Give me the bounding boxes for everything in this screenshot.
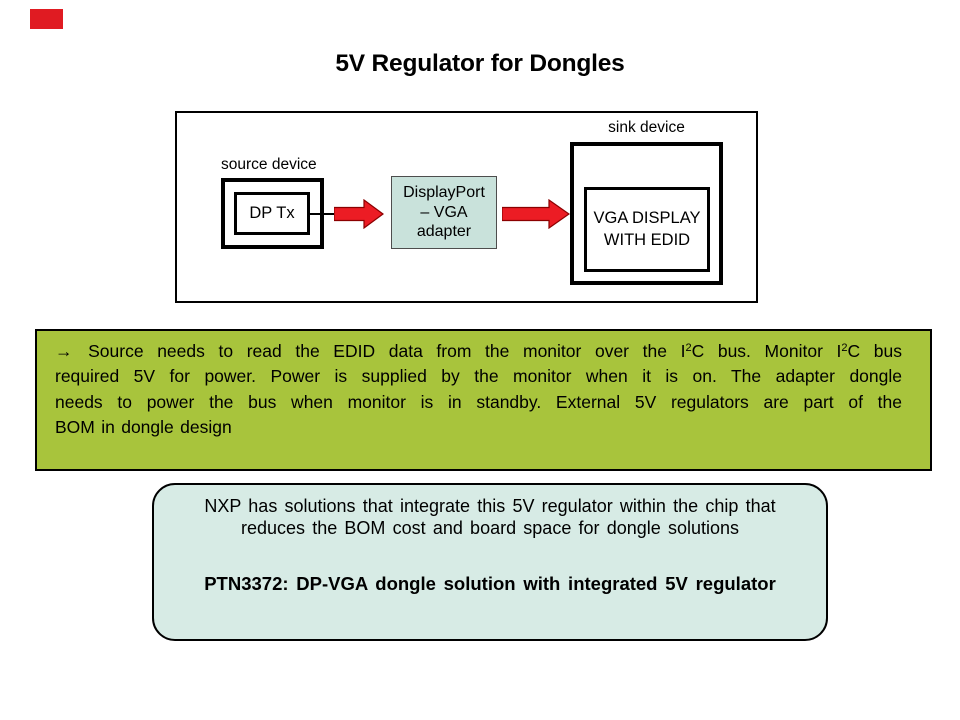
vga-display-line1: VGA DISPLAY [593, 209, 701, 227]
blue-note-line1: NXP has solutions that integrate this 5V… [204, 496, 776, 516]
green-note-line2: required 5V for power. Power is supplied… [55, 366, 902, 387]
right-arrow-icon [334, 199, 384, 229]
source-device-box: DP Tx [221, 178, 324, 249]
green-note-line1-c: C bus [847, 341, 902, 361]
green-note-line4: BOM in dongle design [55, 417, 232, 438]
green-note-line3: needs to power the bus when monitor is i… [55, 391, 902, 412]
adapter-label-line3: adapter [416, 223, 472, 241]
dp-vga-adapter-box: DisplayPort – VGA adapter [391, 176, 497, 249]
superscript-2: 2 [841, 342, 848, 354]
blue-note-highlight: PTN3372: DP-VGA dongle solution with int… [204, 573, 776, 594]
adapter-label-line2: – VGA [420, 203, 468, 221]
arrow-glyph: → [55, 341, 73, 361]
note-green-box: → Source needs to read the EDID data fro… [35, 329, 932, 471]
vga-display-line2: WITH EDID [603, 230, 691, 249]
note-blue-box: NXP has solutions that integrate this 5V… [152, 483, 828, 641]
connector-line [310, 213, 336, 215]
sink-device-label: sink device [608, 119, 685, 136]
green-note-line1: → Source needs to read the EDID data fro… [55, 339, 902, 364]
blue-note-line2: reduces the BOM cost and board space for… [240, 518, 740, 538]
page-title: 5V Regulator for Dongles [335, 50, 625, 77]
brand-red-rectangle [30, 9, 63, 29]
vga-display-box: VGA DISPLAY WITH EDID [584, 187, 710, 272]
dp-tx-box: DP Tx [234, 192, 310, 235]
source-device-label: source device [221, 156, 317, 173]
green-note-line1-b: C bus. Monitor I [691, 341, 842, 361]
dp-tx-label: DP Tx [249, 204, 295, 222]
adapter-label-line1: DisplayPort [403, 184, 485, 202]
diagram-panel: source device sink device DP Tx DisplayP… [175, 111, 758, 303]
right-arrow-icon [502, 199, 570, 229]
superscript-2: 2 [685, 342, 692, 354]
sink-device-box: VGA DISPLAY WITH EDID [570, 142, 723, 285]
green-note-line1-a: Source needs to read the EDID data from … [74, 341, 686, 361]
